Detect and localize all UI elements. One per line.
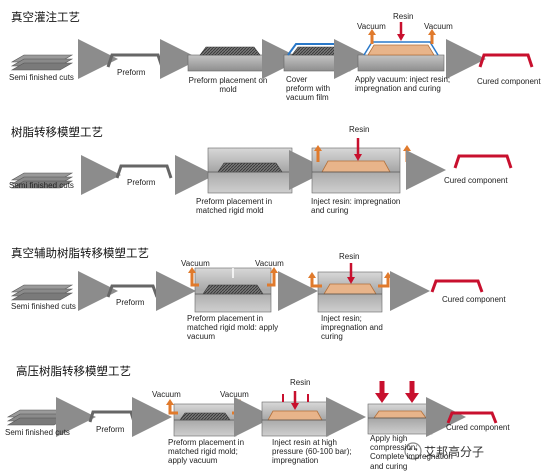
step-label: Apply vacuum: inject resin; impregnation…	[355, 75, 451, 94]
semi-finished-cuts-icon	[6, 409, 68, 426]
cured-component-icon	[453, 154, 513, 169]
step-label: Semi finished cuts	[5, 428, 70, 437]
step-label: Semi finished cuts	[9, 181, 74, 190]
vacuum-right-arrow	[378, 276, 390, 288]
step-label: Preform	[117, 68, 146, 77]
vacuum-label: Vacuum	[424, 22, 453, 31]
vacuum-label: Vacuum	[220, 390, 249, 399]
vacuum-film-mold-icon	[283, 43, 351, 72]
watermark-text: 艾邦高分子	[424, 445, 485, 459]
hp-mold-icon	[166, 399, 244, 437]
step-label: Preform	[96, 425, 125, 434]
step-label: Semi finished cuts	[11, 302, 76, 311]
step-label: Apply high compression; Complete impregn…	[370, 434, 453, 471]
step-label: Inject resin; impregnation and curing	[321, 314, 383, 342]
step-label: Preform placement in matched rigid mold	[196, 197, 273, 216]
row1-diagram	[10, 22, 534, 79]
step-label: Preform placement in matched rigid mold:…	[187, 314, 279, 342]
vacuum-left-arrow	[310, 276, 322, 288]
process-title: 真空灌注工艺	[11, 10, 80, 24]
vacuum-label: Vacuum	[357, 22, 386, 31]
step-label: Preform	[116, 298, 145, 307]
resin-label: Resin	[349, 125, 370, 134]
semi-finished-cuts-icon	[10, 54, 74, 71]
step-label: Inject resin: impregnation and curing	[311, 197, 401, 216]
step-label: Preform placement on mold	[188, 76, 268, 95]
resin-label: Resin	[290, 378, 311, 387]
process-title: 真空辅助树脂转移模塑工艺	[11, 246, 149, 260]
process-title: 高压树脂转移模塑工艺	[16, 364, 131, 378]
vacuum-label: Vacuum	[181, 259, 210, 268]
watermark-logo-icon	[404, 442, 422, 460]
vacuum-infusion-mold-icon	[357, 22, 445, 72]
mold-icon	[187, 46, 269, 72]
vacuum-left-arrow	[190, 271, 199, 287]
step-label: Cured component	[477, 77, 541, 86]
step-label: Preform placement in matched rigid mold;…	[168, 438, 245, 466]
step-label: Cover preform with vacuum film	[286, 75, 331, 103]
resin-label: Resin	[393, 12, 414, 21]
vartm-mold-icon	[188, 267, 278, 313]
step-label: Inject resin at high pressure (60-100 ba…	[272, 438, 352, 466]
vacuum-left-arrow	[168, 403, 178, 415]
row3-diagram	[10, 263, 484, 313]
vacuum-right-arrow	[267, 271, 276, 287]
resin-label: Resin	[339, 252, 360, 261]
rtm-mold-icon	[311, 138, 411, 194]
row2-diagram	[10, 138, 513, 195]
semi-finished-cuts-icon	[10, 172, 74, 189]
preform-icon	[106, 53, 164, 68]
preform-icon	[115, 164, 173, 179]
hp-inject-mold-icon	[261, 391, 329, 437]
step-label: Cured component	[442, 295, 506, 304]
semi-finished-cuts-icon	[10, 284, 74, 301]
step-label: Semi finished cuts	[9, 73, 74, 82]
vartm-resin-mold-icon	[308, 263, 392, 313]
step-label: Cured component	[446, 423, 510, 432]
preform-icon	[106, 284, 159, 298]
process-title: 树脂转移模塑工艺	[11, 125, 103, 139]
cured-component-icon	[446, 411, 498, 424]
cured-component-icon	[430, 279, 484, 293]
vacuum-label: Vacuum	[255, 259, 284, 268]
cured-component-icon	[478, 53, 534, 68]
preform-icon	[88, 410, 136, 423]
step-label: Cured component	[444, 176, 508, 185]
vacuum-label: Vacuum	[152, 390, 181, 399]
step-label: Preform	[127, 178, 156, 187]
matched-mold-icon	[207, 147, 293, 194]
compression-mold-icon	[367, 381, 433, 435]
row4-diagram	[6, 381, 498, 437]
